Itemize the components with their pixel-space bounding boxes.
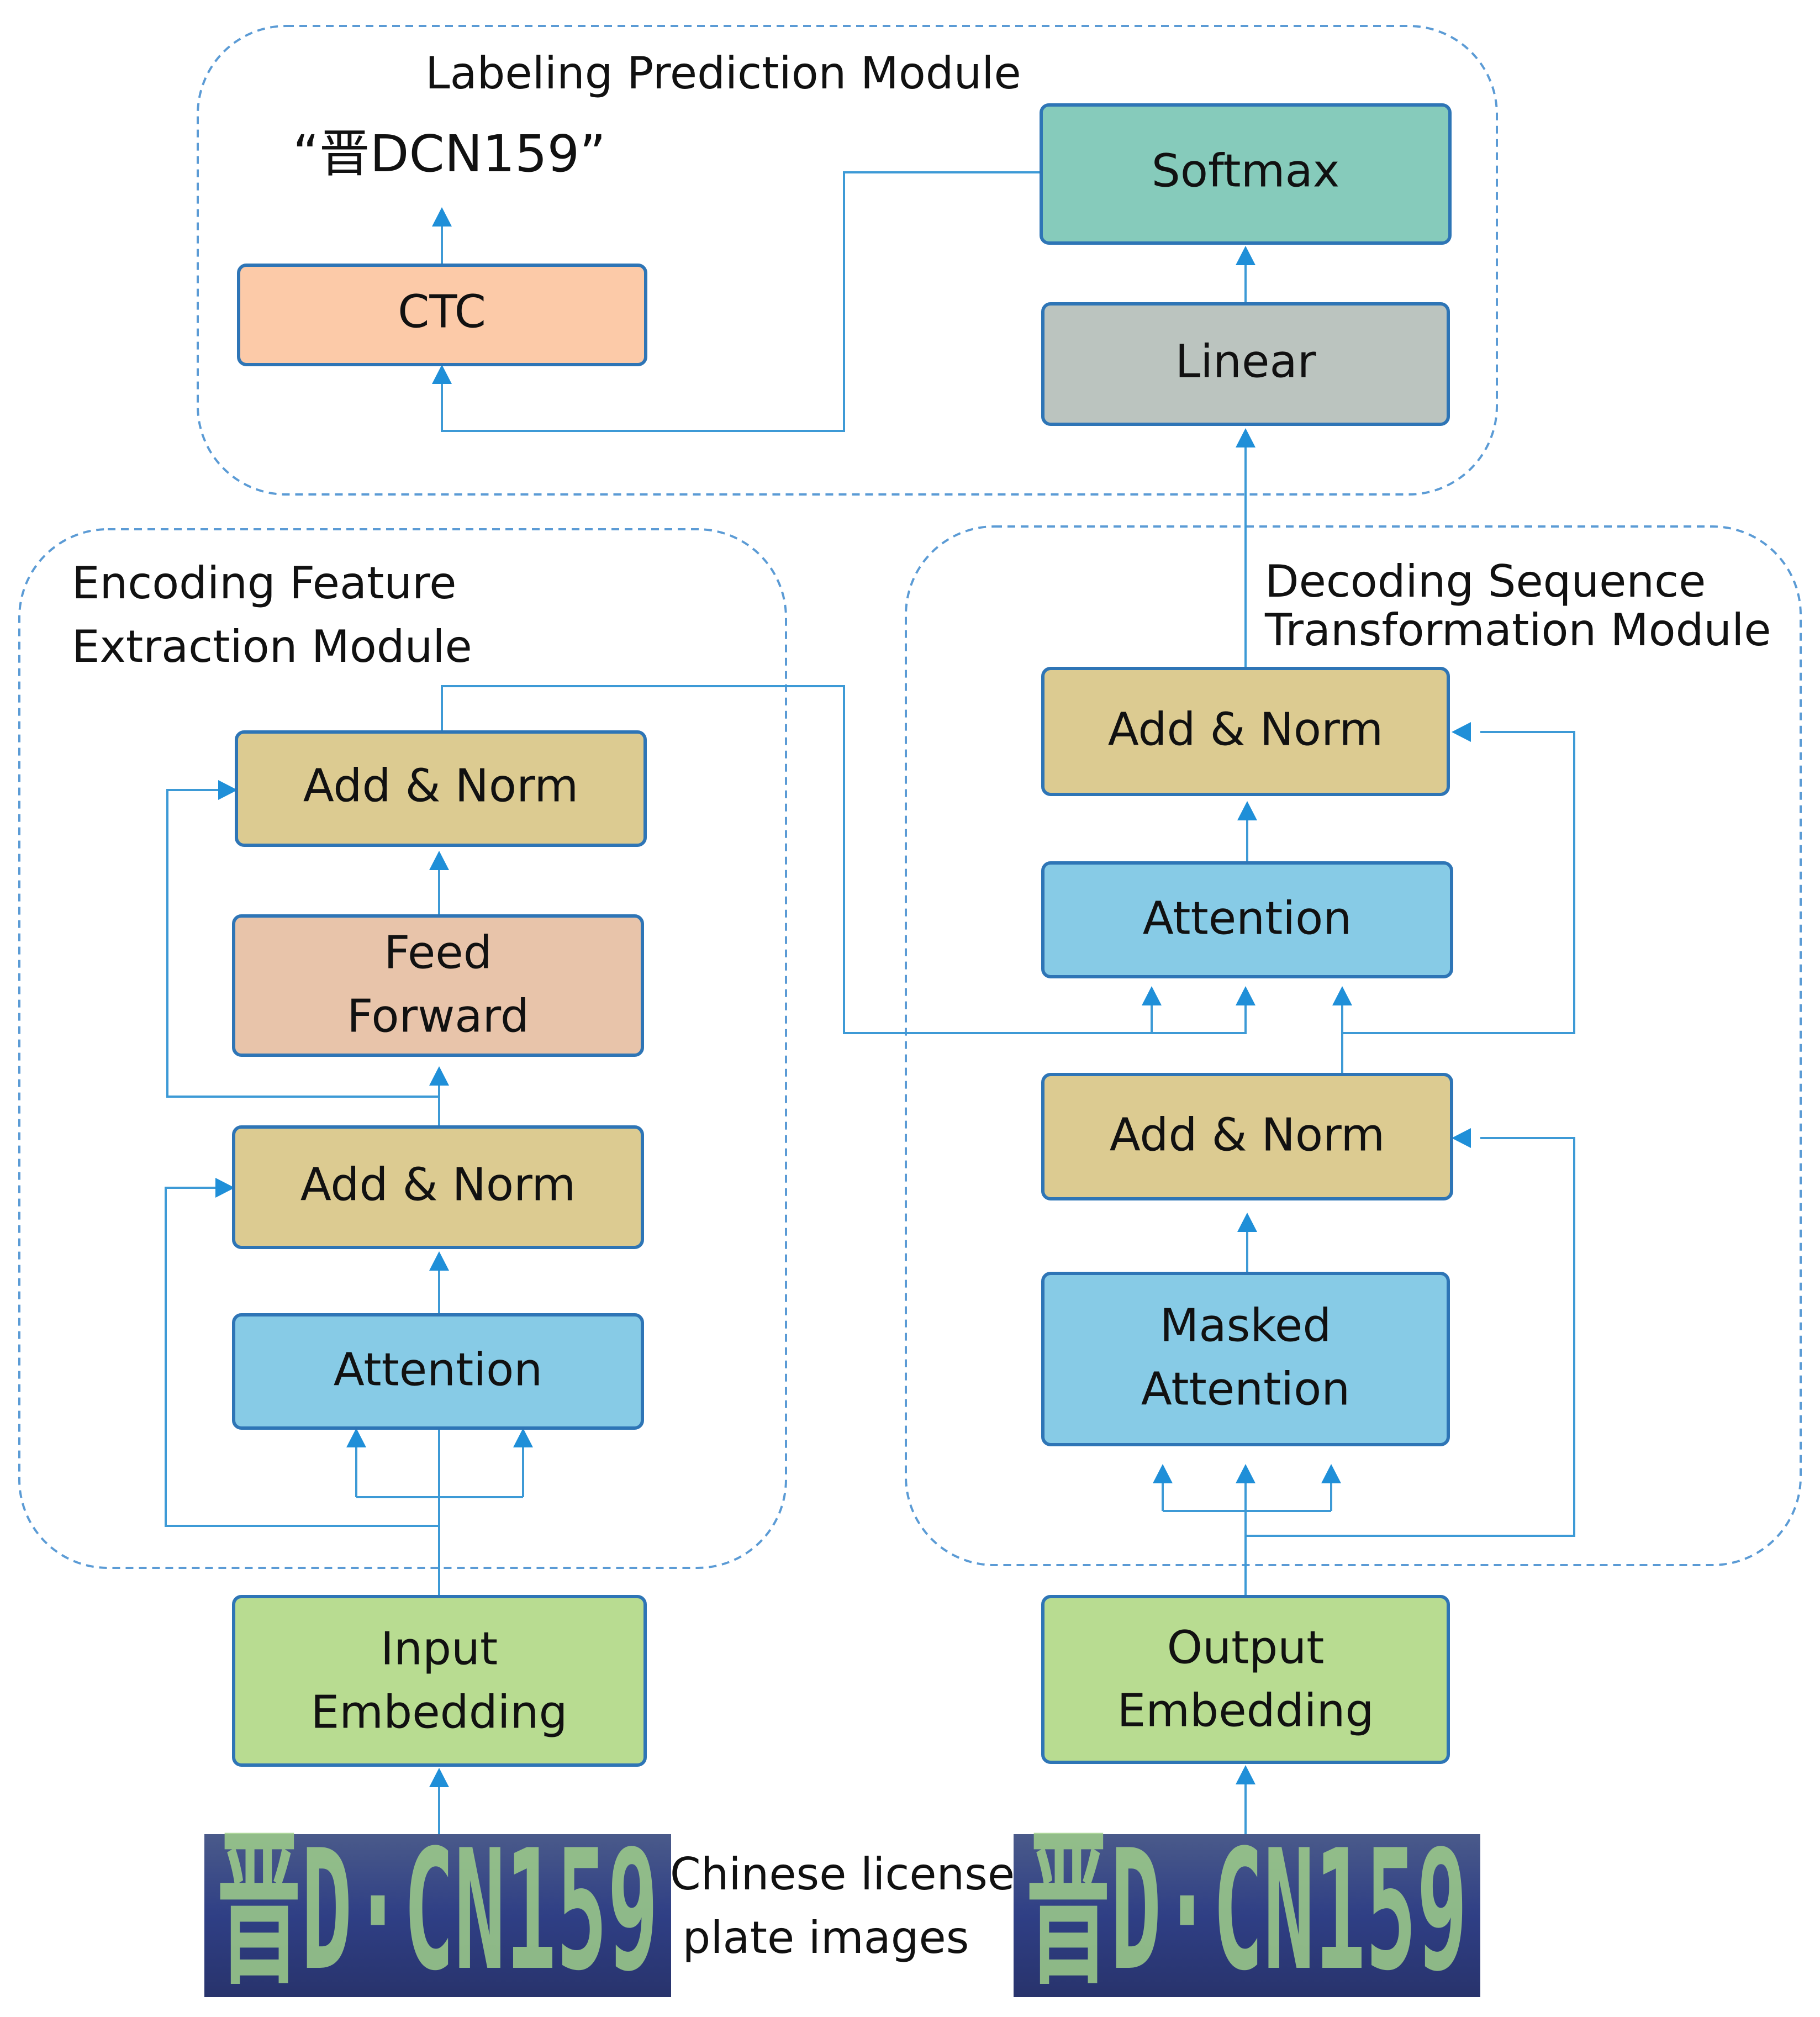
ctc-block: CTC xyxy=(237,264,647,366)
enc-add-norm-bottom-label: Add & Norm xyxy=(300,1158,576,1211)
arrowhead-dec-residual-1 xyxy=(1452,1128,1471,1148)
arrowheads xyxy=(215,207,1471,1787)
connectors xyxy=(165,171,1575,1834)
arrowhead-softmax xyxy=(1236,246,1255,265)
encoding-feature-region xyxy=(18,528,787,1569)
arrowhead-feed-forward xyxy=(429,1066,449,1086)
enc-add-norm-bottom-block: Add & Norm xyxy=(232,1125,644,1249)
masked-attention-block: Masked Attention xyxy=(1041,1272,1450,1446)
labeling-prediction-region xyxy=(197,25,1498,496)
dec-attention-block: Attention xyxy=(1041,861,1453,978)
output-embedding-label-line2: Embedding xyxy=(1117,1684,1374,1737)
decoding-module-title-line1: Decoding Sequence xyxy=(1265,556,1706,607)
output-embedding-label-line1: Output xyxy=(1167,1621,1325,1674)
arrowhead-masked-left xyxy=(1153,1464,1173,1483)
enc-attention-split-line xyxy=(355,1442,524,1498)
arrowhead-dec-attention-left xyxy=(1142,986,1162,1005)
arrowhead-input-embedding xyxy=(429,1768,449,1787)
decoding-module-title-line2: Transformation Module xyxy=(1264,604,1771,656)
feed-forward-block: Feed Forward xyxy=(232,914,644,1057)
masked-attention-label-line1: Masked xyxy=(1160,1299,1332,1352)
right-plate-text: 晋D·CN159 xyxy=(1026,1814,1468,2007)
arrowhead-dec-addnorm-bottom xyxy=(1237,1213,1257,1232)
left-plate-image: 晋D·CN159 xyxy=(204,1814,671,2007)
enc-residual-2-line xyxy=(166,789,439,1098)
arrowhead-dec-residual-2 xyxy=(1452,722,1471,742)
output-embedding-block: Output Embedding xyxy=(1041,1595,1450,1764)
dec-add-norm-bottom-label: Add & Norm xyxy=(1110,1109,1385,1161)
arrowhead-enc-addnorm-top xyxy=(429,851,449,870)
enc-attention-block: Attention xyxy=(232,1313,644,1430)
input-embedding-label-line2: Embedding xyxy=(310,1686,567,1739)
arrowhead-output-embedding xyxy=(1236,1765,1255,1784)
dec-add-norm-bottom-block: Add & Norm xyxy=(1041,1073,1453,1200)
encoding-module-title-line2: Extraction Module xyxy=(72,621,472,672)
softmax-label: Softmax xyxy=(1152,145,1339,197)
encoding-module-title-line1: Encoding Feature xyxy=(72,557,456,609)
enc-add-norm-top-block: Add & Norm xyxy=(235,730,647,847)
arrowhead-dec-attention-right xyxy=(1332,986,1352,1005)
dec-add-norm-top-block: Add & Norm xyxy=(1041,667,1450,796)
arrowhead-output xyxy=(432,207,452,227)
arrowhead-enc-residual-1 xyxy=(215,1178,235,1198)
arrowhead-linear xyxy=(1236,428,1255,447)
labeling-module-title: Labeling Prediction Module xyxy=(425,48,1021,99)
enc-residual-1-line xyxy=(165,1187,439,1527)
masked-attention-label-line2: Attention xyxy=(1141,1363,1350,1415)
feed-forward-label-line1: Feed xyxy=(384,926,492,979)
softmax-to-ctc-line xyxy=(441,171,1041,432)
predicted-plate-label: “晋DCN159” xyxy=(293,124,606,183)
enc-add-norm-top-label: Add & Norm xyxy=(303,760,579,812)
linear-block: Linear xyxy=(1041,302,1450,426)
right-plate-image: 晋D·CN159 xyxy=(1014,1814,1480,2007)
plate-images-caption-line2: plate images xyxy=(683,1912,969,1963)
arrowhead-masked-mid xyxy=(1236,1464,1255,1483)
plate-images-caption-line1: Chinese license xyxy=(670,1849,1015,1900)
left-plate-text: 晋D·CN159 xyxy=(217,1814,658,2007)
ctc-label: CTC xyxy=(398,286,486,338)
dec-attention-label: Attention xyxy=(1143,892,1352,945)
dec-residual-2-line xyxy=(1342,731,1575,1034)
linear-label: Linear xyxy=(1175,335,1316,388)
arrowhead-dec-addnorm-top xyxy=(1237,801,1257,820)
feed-forward-label-line2: Forward xyxy=(347,990,529,1042)
arrowhead-masked-right xyxy=(1321,1464,1341,1483)
softmax-block: Softmax xyxy=(1040,103,1452,245)
dec-residual-1-line xyxy=(1246,1137,1575,1537)
enc-attention-label: Attention xyxy=(334,1344,542,1396)
encoder-to-decoder-line xyxy=(441,685,1247,1034)
decoding-sequence-region xyxy=(905,525,1802,1566)
input-embedding-label-line1: Input xyxy=(381,1623,498,1675)
arrowhead-enc-attention-left xyxy=(346,1428,366,1447)
arrowhead-ctc xyxy=(432,365,452,384)
arrowhead-enc-addnorm-bottom xyxy=(429,1251,449,1271)
arrowhead-enc-attention-right xyxy=(513,1428,533,1447)
arrowhead-dec-attention-mid xyxy=(1236,986,1255,1005)
masked-attention-split-line xyxy=(1162,1481,1332,1512)
input-embedding-block: Input Embedding xyxy=(232,1595,647,1767)
arrowhead-enc-residual-2 xyxy=(218,780,238,800)
dec-add-norm-top-label: Add & Norm xyxy=(1108,703,1384,756)
